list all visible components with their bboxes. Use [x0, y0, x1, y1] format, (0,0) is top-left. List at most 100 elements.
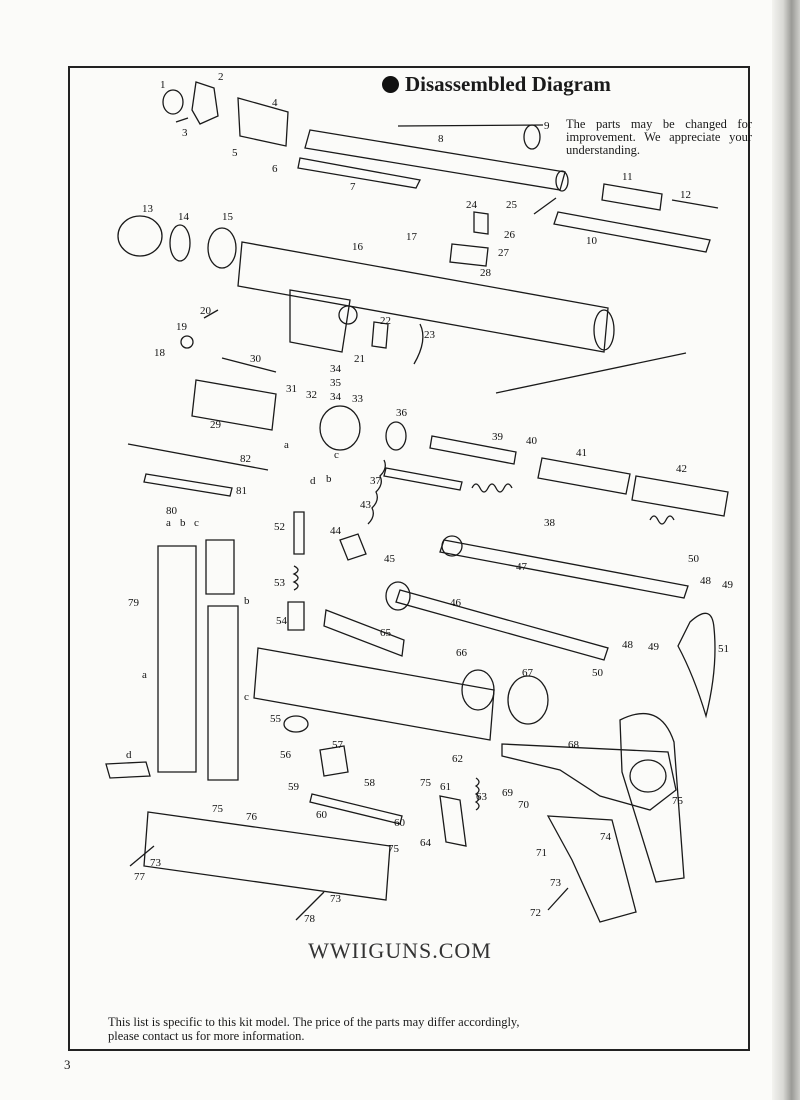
callout-45: 45: [384, 553, 396, 565]
title-text: Disassembled Diagram: [405, 72, 611, 96]
callout-34-b: 34: [330, 391, 342, 403]
part-13-nut: [117, 215, 163, 257]
callout-62: 62: [452, 753, 463, 765]
callout-10: 10: [586, 235, 598, 247]
part-2-sight: [191, 81, 219, 125]
part-51-handle: [677, 612, 716, 719]
page-title: Disassembled Diagram: [382, 72, 611, 97]
callout-48-b: 48: [622, 639, 634, 651]
callout-38: 38: [544, 517, 556, 529]
callout-68: 68: [568, 739, 580, 751]
callout-d-33: d: [310, 475, 316, 487]
callout-17: 17: [406, 231, 418, 243]
part-1-knob: [162, 89, 184, 115]
diagram-frame: [68, 66, 750, 1051]
callout-c-80: c: [194, 517, 199, 529]
part-11-tube: [601, 183, 663, 211]
callout-75-b: 75: [388, 843, 400, 855]
callout-4: 4: [272, 97, 278, 109]
callout-60-a: 60: [316, 809, 328, 821]
callout-b-79: b: [244, 595, 250, 607]
part-76-plate: [143, 811, 391, 901]
callout-19: 19: [176, 321, 188, 333]
part-67-cap: [507, 675, 549, 725]
watermark-text: WWIIGUNS.COM: [308, 938, 492, 963]
callout-23: 23: [424, 329, 436, 341]
callout-47: 47: [516, 561, 528, 573]
callout-28: 28: [480, 267, 492, 279]
callout-a-80: a: [166, 517, 171, 529]
footer-note: This list is specific to this kit model.…: [108, 1015, 520, 1043]
callout-18: 18: [154, 347, 166, 359]
part-47-bolt: [439, 539, 689, 599]
callout-c-33: c: [334, 449, 339, 461]
callout-53: 53: [274, 577, 286, 589]
callout-5: 5: [232, 147, 238, 159]
callout-33: 33: [352, 393, 364, 405]
callout-73-b: 73: [150, 857, 162, 869]
callout-52: 52: [274, 521, 285, 533]
callout-b-33: b: [326, 473, 332, 485]
part-66-housing: [253, 647, 495, 741]
callout-26: 26: [504, 229, 516, 241]
part-14-ring: [169, 224, 191, 262]
callout-22: 22: [380, 315, 391, 327]
part-79-magazine: [157, 545, 197, 773]
callout-72: 72: [530, 907, 541, 919]
callout-49-b: 49: [648, 641, 660, 653]
part-7-rail: [297, 157, 421, 189]
callout-30: 30: [250, 353, 262, 365]
callout-44: 44: [330, 525, 342, 537]
callout-34-a: 34: [330, 363, 342, 375]
callout-59: 59: [288, 781, 300, 793]
callout-75-a: 75: [212, 803, 224, 815]
part-27-block: [449, 243, 489, 267]
callout-79: 79: [128, 597, 140, 609]
part-33-cap: [319, 405, 361, 451]
part-46-rod: [395, 589, 609, 661]
callout-46: 46: [450, 597, 462, 609]
callout-82: 82: [240, 453, 251, 465]
callout-69: 69: [502, 787, 514, 799]
callout-41: 41: [576, 447, 587, 459]
callout-37: 37: [370, 475, 382, 487]
callout-81: 81: [236, 485, 247, 497]
callout-49-a: 49: [722, 579, 734, 591]
callout-76: 76: [246, 811, 258, 823]
part-42-tube: [631, 475, 729, 517]
callout-a-79: a: [142, 669, 147, 681]
part-68-frame: [501, 743, 677, 811]
callout-29: 29: [210, 419, 222, 431]
callout-58: 58: [364, 777, 376, 789]
callout-31: 31: [286, 383, 297, 395]
part-41-tube: [537, 457, 631, 495]
callout-35: 35: [330, 377, 342, 389]
callout-70: 70: [518, 799, 530, 811]
part-39-pin: [429, 435, 517, 465]
callout-75-c: 75: [672, 795, 684, 807]
callout-13: 13: [142, 203, 154, 215]
part-81-rod: [143, 473, 233, 497]
callout-66: 66: [456, 647, 468, 659]
callout-54: 54: [276, 615, 288, 627]
part-9-ring: [523, 124, 541, 150]
callout-78: 78: [304, 913, 316, 925]
callout-43: 43: [360, 499, 372, 511]
part-29-sleeve: [191, 379, 277, 431]
improvement-note: The parts may be changed for improvement…: [566, 117, 752, 157]
part-71-grip: [546, 815, 637, 923]
callout-16: 16: [352, 241, 364, 253]
callout-20: 20: [200, 305, 212, 317]
callout-64: 64: [420, 837, 432, 849]
part-82-pin: [127, 443, 269, 471]
callout-9: 9: [544, 120, 550, 132]
callout-36: 36: [396, 407, 408, 419]
part-10-rod: [553, 211, 711, 253]
page-number: 3: [64, 1057, 71, 1072]
callout-27: 27: [498, 247, 510, 259]
callout-40: 40: [526, 435, 538, 447]
callout-80: 80: [166, 505, 178, 517]
callout-50-b: 50: [592, 667, 604, 679]
part-15-collar: [207, 227, 237, 269]
scan-edge-shadow: [772, 0, 800, 1100]
